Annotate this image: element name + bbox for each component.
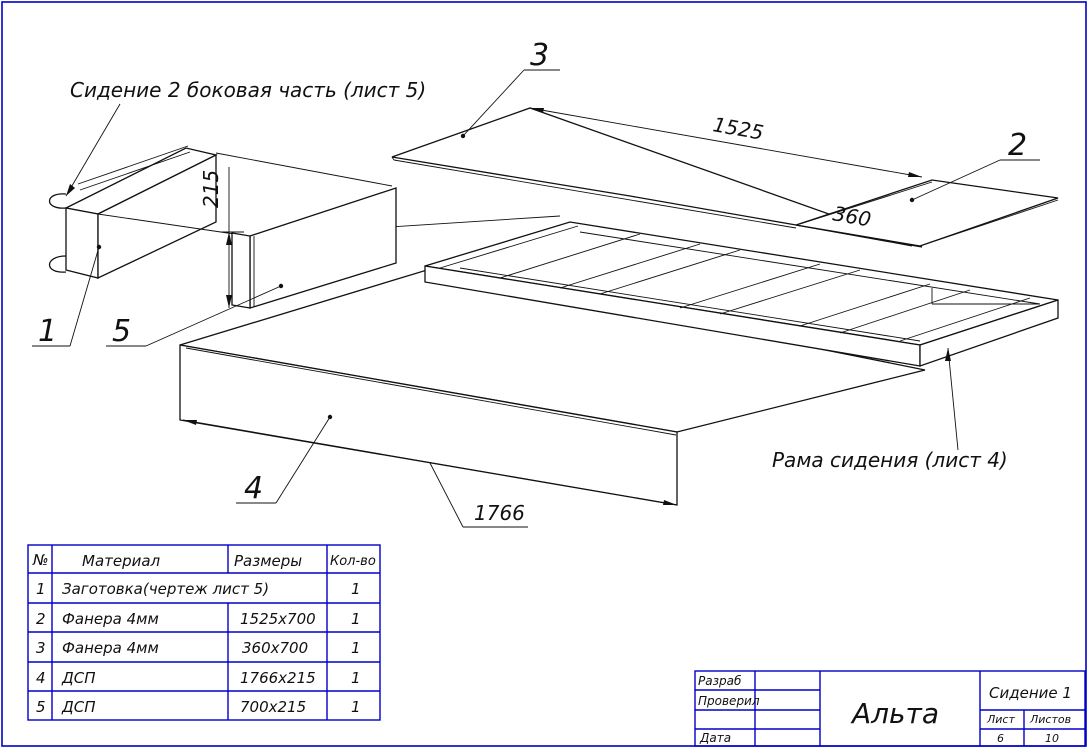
developed-label: Разраб bbox=[698, 674, 742, 688]
row-5-size: 700х215 bbox=[240, 698, 306, 716]
position-4: 4 bbox=[236, 416, 331, 506]
row-3-num: 3 bbox=[36, 639, 46, 657]
row-2-size: 1525х700 bbox=[240, 610, 316, 628]
drawing-title: Альта bbox=[850, 697, 939, 730]
leader-seat-frame: Рама сидения (лист 4) bbox=[772, 347, 1008, 472]
row-5-material: ДСП bbox=[61, 698, 95, 716]
header-size: Размеры bbox=[234, 552, 302, 570]
position-4-label: 4 bbox=[244, 471, 263, 506]
header-material: Материал bbox=[82, 552, 161, 570]
position-1: 1 bbox=[32, 246, 100, 349]
doc-name: Сидение 1 bbox=[989, 684, 1072, 702]
position-2: 2 bbox=[911, 128, 1040, 201]
row-2-qty: 1 bbox=[351, 610, 361, 628]
row-1-num: 1 bbox=[36, 580, 46, 598]
row-1-material: Заготовка(чертеж лист 5) bbox=[62, 580, 269, 598]
row-3-size: 360х700 bbox=[242, 639, 308, 657]
row-2-material: Фанера 4мм bbox=[62, 610, 159, 628]
callout-seat-frame: Рама сидения (лист 4) bbox=[772, 448, 1008, 472]
row-4-size: 1766х215 bbox=[240, 669, 316, 687]
date-label: Дата bbox=[699, 731, 731, 745]
position-3-label: 3 bbox=[530, 38, 549, 73]
dimension-215-label: 215 bbox=[199, 170, 223, 208]
row-5-num: 5 bbox=[36, 698, 46, 716]
position-1-label: 1 bbox=[38, 314, 57, 349]
dimension-1525-label: 1525 bbox=[711, 112, 765, 144]
part-1-side bbox=[48, 145, 218, 280]
position-3: 3 bbox=[462, 38, 560, 137]
spec-table: № Материал Размеры Кол-во 1 Заготовка(че… bbox=[27, 544, 381, 721]
row-3-material: Фанера 4мм bbox=[62, 639, 159, 657]
part-2-panel bbox=[795, 179, 1059, 247]
header-num: № bbox=[32, 551, 49, 569]
sheets-value: 10 bbox=[1045, 732, 1059, 745]
header-qty: Кол-во bbox=[330, 554, 376, 569]
dimension-215: 215 bbox=[199, 167, 244, 308]
seat-frame bbox=[424, 221, 1059, 367]
row-4-num: 4 bbox=[36, 669, 46, 687]
position-2-label: 2 bbox=[1008, 128, 1027, 163]
position-5-label: 5 bbox=[112, 314, 131, 349]
row-3-qty: 1 bbox=[351, 639, 361, 657]
row-4-material: ДСП bbox=[61, 669, 95, 687]
sheet-value: 6 bbox=[997, 732, 1004, 745]
position-5: 5 bbox=[106, 285, 282, 349]
row-5-qty: 1 bbox=[351, 698, 361, 716]
part-4-board bbox=[179, 269, 926, 506]
sheets-label: Листов bbox=[1029, 713, 1071, 726]
row-1-qty: 1 bbox=[351, 580, 361, 598]
dimension-1766-label: 1766 bbox=[474, 501, 525, 525]
sheet-label: Лист bbox=[986, 713, 1015, 726]
connector-line-top bbox=[215, 152, 393, 187]
dimension-1766: 1766 bbox=[182, 419, 678, 528]
callout-side-part: Сидение 2 боковая часть (лист 5) bbox=[70, 78, 426, 102]
part-5-board bbox=[231, 187, 397, 309]
leader-side-part: Сидение 2 боковая часть (лист 5) bbox=[65, 78, 426, 197]
row-2-num: 2 bbox=[36, 610, 46, 628]
title-block: Разраб Проверил Дата Альта Сидение 1 Лис… bbox=[694, 670, 1086, 747]
checked-label: Проверил bbox=[698, 694, 760, 708]
row-4-qty: 1 bbox=[351, 669, 361, 687]
